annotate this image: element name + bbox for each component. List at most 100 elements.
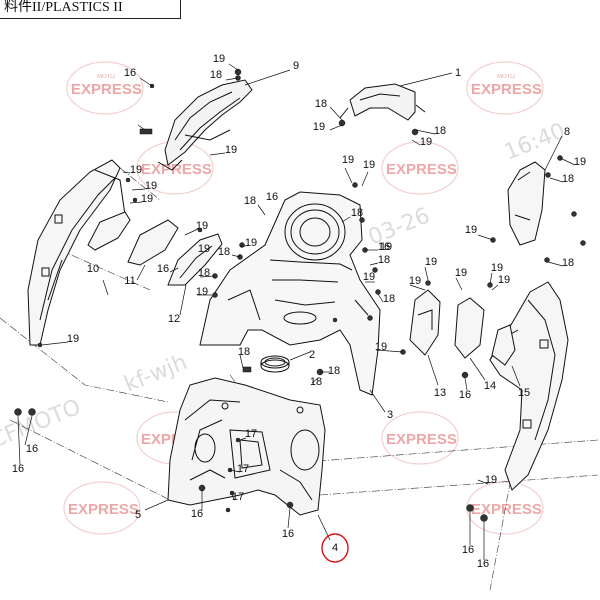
part-13-cover <box>409 289 441 356</box>
svg-text:EXPRESS: EXPRESS <box>68 501 139 518</box>
callout-label-19: 19 <box>409 275 421 287</box>
svg-text:MOTO: MOTO <box>97 74 115 80</box>
part-9-front-cowl <box>157 79 253 171</box>
part-8-right-side-panel <box>507 161 546 246</box>
callout-label-19: 19 <box>375 341 387 353</box>
callout-label-19: 19 <box>498 274 510 286</box>
part-12-bracket <box>167 233 223 286</box>
part-14-cover <box>454 297 516 366</box>
callout-label-16: 16 <box>124 67 136 79</box>
diagram-title: 料件II/PLASTICS II <box>4 0 123 15</box>
callout-label-8: 8 <box>564 126 570 138</box>
callout-label-19: 19 <box>196 286 208 298</box>
callout-label-16: 16 <box>157 263 169 275</box>
watermark-logo: MOTO EXPRESS <box>66 61 144 115</box>
callout-label-19: 19 <box>363 159 375 171</box>
callout-label-18: 18 <box>244 195 256 207</box>
callout-label-19: 19 <box>196 220 208 232</box>
callout-label-16: 16 <box>282 528 294 540</box>
callout-label-18: 18 <box>562 257 574 269</box>
callout-label-19: 19 <box>485 474 497 486</box>
watermark-logo: EXPRESS <box>63 481 141 535</box>
callout-label-19: 19 <box>465 224 477 236</box>
part-2-ring <box>260 355 290 373</box>
watermark-brand: CFMOTO <box>0 395 84 454</box>
callout-label-19: 19 <box>245 237 257 249</box>
callout-label-4: 4 <box>332 542 338 554</box>
callout-label-16: 16 <box>462 544 474 556</box>
watermark-user: kf-wjh <box>121 350 191 398</box>
watermark-logo: EXPRESS <box>381 141 459 195</box>
callout-label-19: 19 <box>145 180 157 192</box>
callout-label-3: 3 <box>387 409 393 421</box>
callout-label-18: 18 <box>378 254 390 266</box>
watermark-logo: EXPRESS <box>466 481 544 535</box>
callout-label-18: 18 <box>310 376 322 388</box>
svg-text:EXPRESS: EXPRESS <box>471 81 542 98</box>
callout-label-19: 19 <box>67 333 79 345</box>
callout-label-19: 19 <box>141 193 153 205</box>
part-1-top-cover <box>339 83 426 121</box>
callout-label-16: 16 <box>191 508 203 520</box>
watermark-logo: MOTO EXPRESS <box>466 61 544 115</box>
callout-label-13: 13 <box>434 387 446 399</box>
part-4-front-fairing <box>167 377 326 516</box>
callout-label-18: 18 <box>198 267 210 279</box>
callout-label-18: 18 <box>238 346 250 358</box>
svg-text:EXPRESS: EXPRESS <box>386 431 457 448</box>
callout-label-19: 19 <box>198 243 210 255</box>
callout-label-5: 5 <box>135 509 141 521</box>
callout-label-19: 19 <box>491 262 503 274</box>
callout-label-12: 12 <box>168 313 180 325</box>
callout-label-18: 18 <box>315 98 327 110</box>
callout-label-16: 16 <box>12 463 24 475</box>
callout-label-16: 16 <box>266 191 278 203</box>
callout-label-18: 18 <box>434 125 446 137</box>
callout-label-19: 19 <box>130 164 142 176</box>
svg-text:EXPRESS: EXPRESS <box>141 161 212 178</box>
callout-label-19: 19 <box>420 136 432 148</box>
callout-label-19: 19 <box>425 256 437 268</box>
callout-label-19: 19 <box>213 53 225 65</box>
callout-label-10: 10 <box>87 263 99 275</box>
leader-lines <box>17 63 576 560</box>
svg-text:EXPRESS: EXPRESS <box>386 161 457 178</box>
callout-label-16: 16 <box>459 389 471 401</box>
callout-label-19: 19 <box>455 267 467 279</box>
svg-text:EXPRESS: EXPRESS <box>471 501 542 518</box>
title-box: 料件II/PLASTICS II <box>0 0 181 19</box>
callout-label-18: 18 <box>562 173 574 185</box>
callout-label-16: 16 <box>26 443 38 455</box>
callout-label-18: 18 <box>383 293 395 305</box>
callout-label-19: 19 <box>225 144 237 156</box>
callout-label-18: 18 <box>328 365 340 377</box>
callout-label-18: 18 <box>218 246 230 258</box>
callout-labels: 1234589101112131415161616161616161616161… <box>12 53 586 570</box>
callout-label-17: 17 <box>232 491 244 503</box>
callout-label-17: 17 <box>237 463 249 475</box>
callout-label-16: 16 <box>378 241 390 253</box>
callout-label-19: 19 <box>380 241 392 253</box>
callout-label-15: 15 <box>518 387 530 399</box>
part-11-left-bracket <box>87 211 179 266</box>
callout-label-18: 18 <box>210 69 222 81</box>
part-10-left-side-panel <box>27 159 126 346</box>
callout-label-17: 17 <box>245 428 257 440</box>
callout-label-18: 18 <box>351 207 363 219</box>
callout-label-19: 19 <box>342 154 354 166</box>
callout-label-11: 11 <box>124 275 135 287</box>
callout-label-16: 16 <box>477 558 489 570</box>
watermark-date: 03-26 <box>365 203 434 250</box>
callout-label-19: 19 <box>574 156 586 168</box>
part-3-tank-cover <box>199 191 381 396</box>
callout-label-14: 14 <box>484 380 496 392</box>
svg-text:MOTO: MOTO <box>497 74 515 80</box>
highlight-circle-part-4 <box>321 533 349 563</box>
callout-label-1: 1 <box>455 67 461 79</box>
callout-label-2: 2 <box>309 349 315 361</box>
part-15-right-lower-panel <box>489 281 569 491</box>
callout-label-19: 19 <box>313 121 325 133</box>
svg-text:EXPRESS: EXPRESS <box>71 81 142 98</box>
